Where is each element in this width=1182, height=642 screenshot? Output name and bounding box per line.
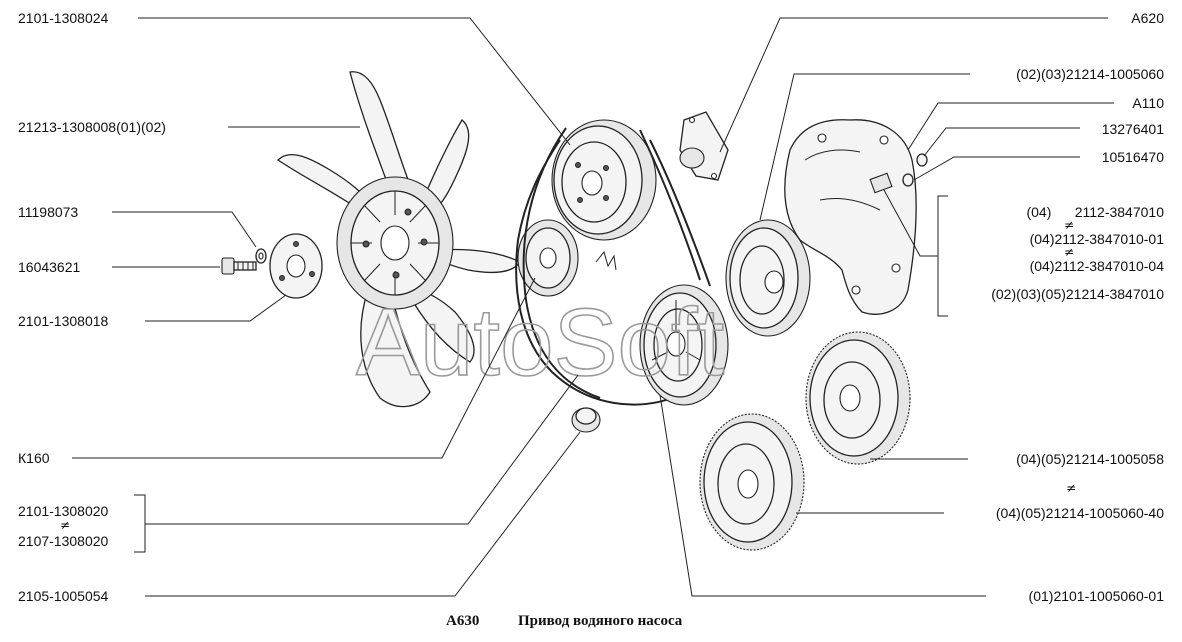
label-21214-3847010: (02)(03)(05)21214-3847010: [991, 286, 1164, 302]
spacer-flange: [269, 233, 323, 299]
sensor-bracket: [869, 153, 928, 194]
water-pump-pulley: [551, 119, 657, 241]
label-21214-1005060: (02)(03)21214-1005060: [1016, 66, 1164, 82]
not-equal-symbol-right-2: ≠: [1064, 245, 1074, 259]
fan-bolt-hole-4: [392, 271, 400, 279]
drive-belt: [515, 127, 711, 406]
label-2112-3847010-01: (04)2112-3847010-01: [1030, 231, 1165, 247]
not-equal-symbol-right-1: ≠: [1064, 218, 1074, 232]
fan-blade-upper-left: [276, 154, 373, 211]
label-2101-1308020: 2101-1308020: [18, 503, 109, 519]
label-21214-1005060-40: (04)(05)21214-1005060-40: [996, 505, 1164, 521]
caption-title: Привод водяного насоса: [518, 613, 683, 629]
alternator-pulley: [517, 219, 617, 297]
label-11198073: 11198073: [18, 204, 78, 220]
lock-washer: [255, 248, 267, 264]
toothed-pulley-lower: [699, 413, 805, 551]
crankshaft-pulley-rear: [725, 219, 811, 337]
label-2101-1308018: 2101-1308018: [18, 313, 109, 329]
fan-blade-top: [349, 71, 413, 191]
label-10516470: 10516470: [1102, 149, 1165, 165]
fan-bolt-hole-1: [404, 208, 412, 216]
crankshaft-pulley-front: [639, 284, 729, 406]
not-equal-symbol-right-3: ≠: [1066, 481, 1076, 495]
label-a110: А110: [1132, 95, 1164, 111]
fan-bolt-hole-2: [420, 238, 428, 246]
toothed-pulley-upper: [805, 331, 911, 465]
label-2112-3847010-04: (04)2112-3847010-04: [1030, 258, 1165, 274]
label-2101-1005060-01: (01)2101-1005060-01: [1029, 588, 1165, 604]
crankshaft-nut: [571, 407, 601, 433]
label-2105-1005054: 2105-1005054: [18, 588, 109, 604]
fan-assembly: [276, 71, 521, 408]
label-21214-1005058: (04)(05)21214-1005058: [1016, 451, 1164, 467]
watermark: AutoSoft: [356, 289, 724, 396]
caption-code: А630: [446, 613, 479, 629]
fan-blade-upper-right: [424, 119, 470, 213]
bolt: [221, 257, 257, 275]
fan-center-hole: [380, 225, 410, 261]
leader-lines: [72, 17, 1114, 597]
not-equal-symbol-left: ≠: [60, 518, 70, 532]
engine-front-cover: [784, 119, 917, 315]
fan-bolt-hole-3: [362, 240, 370, 248]
label-2101-1308024: 2101-1308024: [18, 10, 109, 26]
label-21213-1308008: 21213-1308008(01)(02): [18, 119, 166, 135]
fan-blade-lower-left: [360, 289, 431, 408]
label-2107-1308020: 2107-1308020: [18, 533, 109, 549]
label-a620: А620: [1131, 10, 1164, 26]
pump-flange: [679, 111, 729, 181]
label-16043621: 16043621: [18, 259, 81, 275]
label-2112-3847010: (04) 2112-3847010: [1026, 204, 1164, 220]
fan-blade-bottom: [411, 289, 475, 363]
label-13276401: 13276401: [1102, 121, 1165, 137]
label-k160: К160: [18, 450, 50, 466]
